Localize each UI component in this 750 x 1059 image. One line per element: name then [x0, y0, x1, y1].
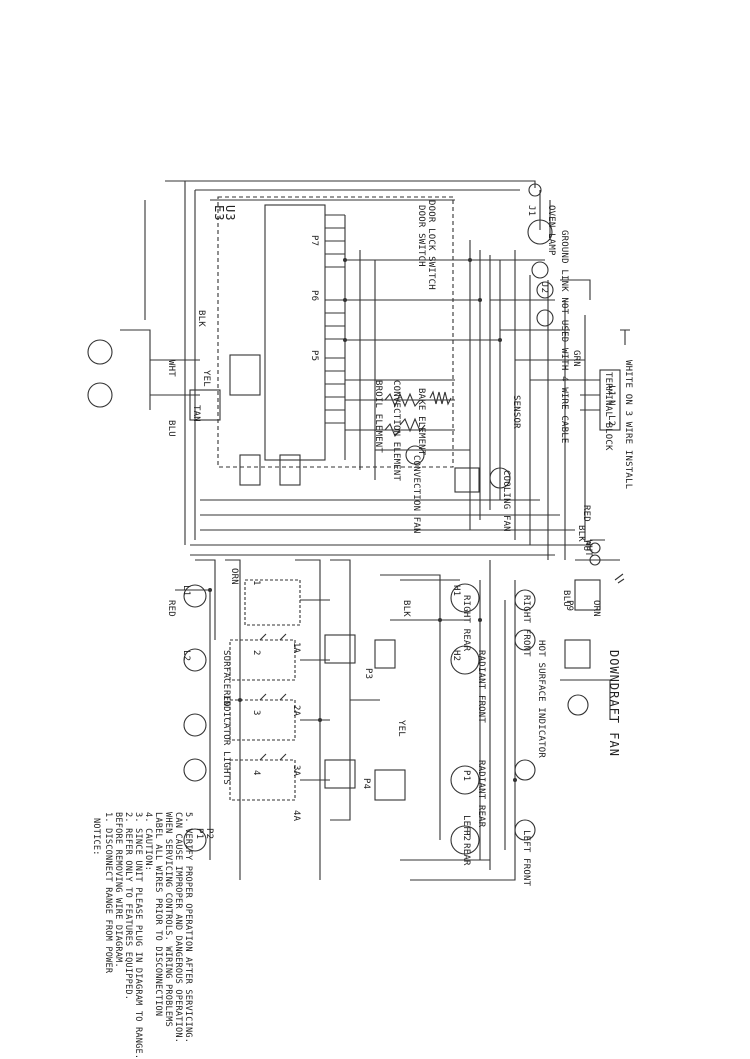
connector-p1: P1	[194, 828, 204, 840]
radiant-front-label: RADIANT FRONT	[476, 650, 486, 724]
wire-label-10: RED	[166, 600, 176, 617]
connector-p6: P6	[309, 290, 319, 302]
terminal-l2: L2	[606, 415, 616, 427]
notice-line-2: BEFORE REMOVING WIRE DIAGRAM.	[113, 812, 123, 968]
terminal-block-label: TERMINAL BLOCK	[603, 372, 613, 451]
sensor-label: SENSOR	[511, 395, 521, 429]
right-front-label: RIGHT FRONT	[521, 595, 531, 657]
control-board-e3: E3	[212, 205, 226, 222]
notice-line-1: 1. DISCONNECT RANGE FROM POWER	[103, 812, 113, 974]
switch-term-l1: L1	[181, 585, 191, 597]
connector-p2: P2	[204, 828, 214, 840]
wire-label-4: GRN	[571, 350, 581, 367]
connector-p9: P9	[564, 600, 574, 612]
wire-label-16: YEL	[396, 720, 406, 737]
connector-p3: P3	[363, 668, 373, 680]
convection-fan-label: CONVECTION FAN	[411, 455, 421, 534]
wire-label-9: BLK	[196, 310, 206, 327]
switch-term-p1: P1	[461, 770, 471, 782]
wire-label-14: RED	[221, 690, 231, 707]
door-lock-switch-label: DOOR LOCK SWITCH	[426, 200, 436, 290]
downdraft-fan-title: DOWNDRAFT FAN	[607, 650, 621, 757]
notice-line-8: CAN CAUSE IMPROPER AND DANGEROUS OPERATI…	[173, 812, 183, 1044]
wire-label-3: RED	[581, 505, 591, 522]
switch-term-h1: H1	[451, 585, 461, 597]
radiant-rear-label: RADIANT REAR	[476, 760, 486, 828]
wire-label-11: WHT	[166, 360, 176, 377]
wire-label-8: YEL	[201, 370, 211, 387]
junction-dots	[208, 258, 517, 782]
wire-label-15: BLK	[401, 600, 411, 617]
notice-line-4: 3. SINCE UNIT PLEASE PLUG IN DIAGRAM TO …	[133, 812, 143, 1059]
connector-p7: P7	[309, 235, 319, 247]
connector-p5: P5	[309, 350, 319, 362]
switch-term-2: 2	[251, 650, 261, 656]
broil-element-label: BROIL ELEMENT	[373, 380, 383, 454]
notice-line-9: 5. VERIFY PROPER OPERATION AFTER SERVICI…	[183, 812, 193, 1044]
notice-line-6: LABEL ALL WIRES PRIOR TO DISCONNECTION	[153, 812, 163, 1017]
connector-p8: P8	[581, 540, 591, 552]
notice-line-3: 2. REFER ONLY TO FEATURES EQUIPPED.	[123, 812, 133, 1001]
switch-term-1a: 1A	[291, 642, 301, 654]
convection-element-label: CONVECTION ELEMENT	[391, 380, 401, 482]
switch-term-3: 3	[251, 710, 261, 716]
wire-label-6: ORN	[591, 600, 601, 617]
connector-j2: J2	[539, 282, 549, 294]
switch-term-l2: L2	[181, 650, 191, 662]
bake-element-label: BAKE ELEMENT	[416, 388, 426, 456]
door-switch-label: DOOR SWITCH	[416, 205, 426, 267]
notice-line-7: WHEN SERVICING CONTROLS. WIRING PROBLEMS	[163, 812, 173, 1027]
switch-term-h2: H2	[451, 650, 461, 662]
wiring-lines	[87, 180, 630, 881]
terminal-l1: L1	[606, 385, 616, 397]
left-front-label: LEFT FRONT	[521, 830, 531, 887]
hot-surface-label: HOT SURFACE INDICATOR	[536, 640, 546, 758]
switch-term-p2: P2	[461, 830, 471, 842]
ground-note: GROUND LINK NOT USED WITH 4 WIRE CABLE	[559, 230, 569, 444]
cord-note: WHITE ON 3 WIRE INSTALL	[623, 360, 633, 490]
switch-term-4a: 4A	[291, 810, 301, 822]
connector-j1: J1	[526, 205, 536, 217]
wire-label-7: TAN	[191, 405, 201, 422]
switch-term-3a: 3A	[291, 765, 301, 777]
notice-heading: NOTICE:	[91, 818, 101, 856]
right-rear-label: RIGHT REAR	[461, 595, 471, 652]
wire-label-12: BLU	[166, 420, 176, 437]
wire-label-13: ORN	[229, 568, 239, 585]
notice-line-5: 4. CAUTION:	[143, 812, 153, 872]
connector-p4: P4	[361, 778, 371, 790]
switch-term-4: 4	[251, 770, 261, 776]
switch-term-2a: 2A	[291, 705, 301, 717]
terminal-n: N	[606, 400, 616, 406]
switch-term-1: 1	[251, 580, 261, 586]
oven-lamp-label: OVEN LAMP	[546, 205, 556, 256]
cooling-fan-label: COOLING FAN	[501, 470, 511, 532]
surface-indicator-label: SURFACE INDICATOR LIGHTS	[221, 650, 231, 785]
